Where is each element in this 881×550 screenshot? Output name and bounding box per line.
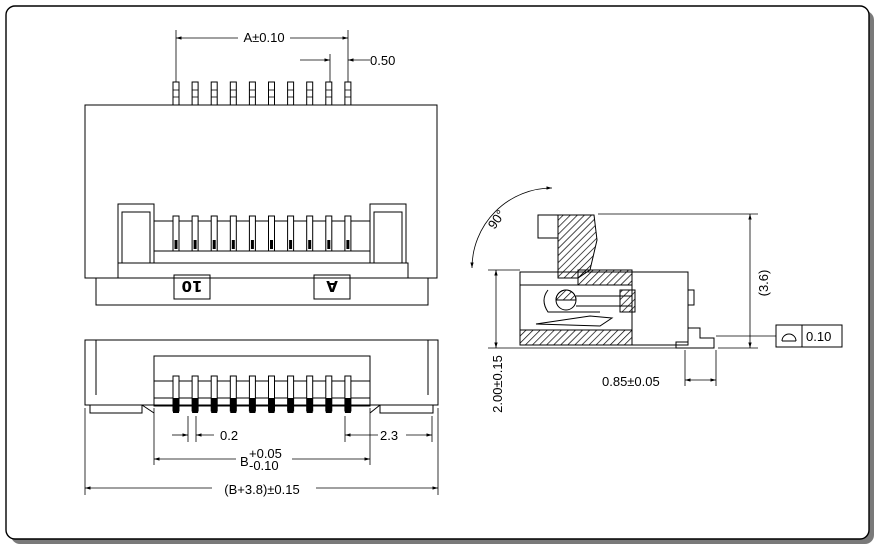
top-pin [325, 81, 333, 106]
top-contact-tip [270, 240, 273, 249]
top-pin [210, 81, 218, 106]
flatness-frame: 0.10 [775, 324, 843, 348]
top-contact [248, 215, 256, 252]
bottom-contact-lead [344, 398, 351, 413]
dim-pitch-total: A±0.10 [243, 30, 284, 45]
bottom-contact-lead [268, 398, 275, 413]
dim-overall: (B+3.8)±0.15 [224, 482, 299, 497]
bottom-contact-lead [325, 398, 332, 413]
top-contact-tip [212, 240, 216, 249]
top-contact-tip [327, 240, 331, 249]
top-pin [268, 81, 275, 106]
bottom-contact-lead [211, 398, 218, 413]
top-pin [287, 81, 295, 106]
bottom-contact-lead [287, 398, 294, 413]
top-contact [268, 215, 275, 252]
flatness-value: 0.10 [806, 329, 831, 344]
dim-tab: 2.3 [380, 428, 398, 443]
flatness-icon [781, 333, 797, 342]
top-contact [191, 215, 199, 252]
dim-b-tol-minus: -0.10 [249, 458, 279, 473]
pin-a-marker: A [326, 277, 338, 295]
dim-pin-width: 0.2 [220, 428, 238, 443]
top-pin [248, 81, 256, 106]
pin-10-marker: 10 [182, 277, 203, 295]
top-contact-tip [308, 240, 312, 249]
dim-b-base: B [240, 454, 249, 469]
top-view: 10 A A±0.10 0.50 [84, 30, 438, 306]
dim-pin-pitch: 0.50 [370, 53, 395, 68]
top-pin [172, 81, 180, 106]
top-contact-tip [174, 240, 178, 249]
top-contact [325, 215, 333, 252]
drawing-frame [5, 5, 874, 544]
top-contact [287, 215, 295, 252]
bottom-contacts [172, 375, 352, 413]
top-contact [344, 215, 352, 252]
top-contact-tip [193, 240, 197, 249]
top-contact [306, 215, 314, 252]
dim-foot: 0.85±0.05 [602, 374, 660, 389]
top-pin [306, 81, 314, 106]
top-contact [210, 215, 218, 252]
bottom-view: 0.2 2.3 B +0.05 -0.10 (B+3.8)±0.15 [84, 339, 439, 497]
top-pin [191, 81, 199, 106]
top-contact-tip [250, 240, 254, 249]
top-contact-tip [231, 240, 235, 249]
bottom-contact-lead [306, 398, 313, 413]
bottom-contact-lead [192, 398, 199, 413]
bottom-contact-lead [173, 398, 179, 413]
top-contact [229, 215, 237, 252]
top-contact [172, 215, 180, 252]
top-pin [229, 81, 237, 106]
top-contact-tip [289, 240, 293, 249]
dim-height-ref: (3.6) [756, 270, 771, 297]
bottom-contact-lead [249, 398, 256, 413]
bottom-contact-lead [230, 398, 237, 413]
top-pin [344, 81, 352, 106]
dim-height: 2.00±0.15 [490, 355, 505, 413]
top-contacts [172, 215, 352, 252]
top-contact-tip [346, 240, 350, 249]
dim-b-tol-plus: +0.05 [249, 446, 282, 461]
